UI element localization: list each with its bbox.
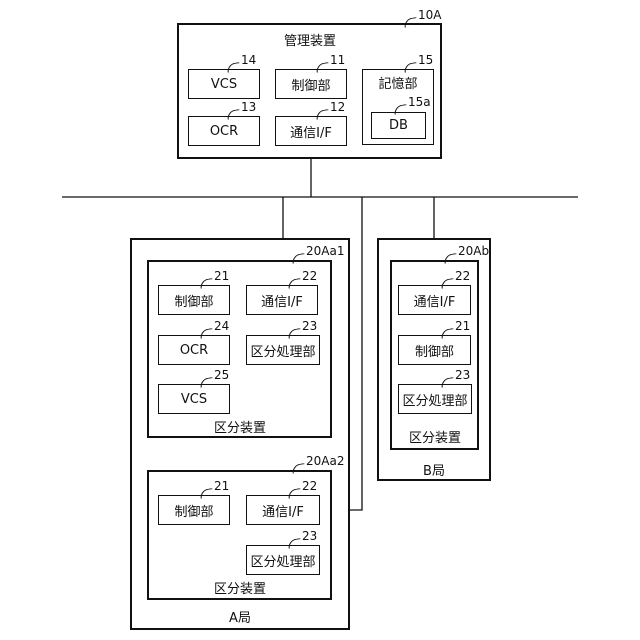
dev1-sort-ref: 23	[302, 319, 317, 333]
top-comm-ref: 12	[330, 100, 345, 114]
dev1-vcs-ref: 25	[214, 368, 229, 382]
dev2-comm-label: 通信I/F	[262, 501, 304, 520]
top-vcs-label: VCS	[211, 77, 237, 92]
stationA-device2-ref: 20Aa2	[306, 454, 344, 468]
dev2-sort-box: 区分処理部	[246, 545, 320, 575]
dev2-comm-ref: 22	[302, 479, 317, 493]
dev1-control-ref: 21	[214, 269, 229, 283]
dev1-sort-box: 区分処理部	[246, 335, 320, 365]
top-storage-ref: 15	[418, 53, 433, 67]
stationA-label: A局	[210, 607, 270, 626]
stationB-sort-ref: 23	[455, 368, 470, 382]
dev2-sort-ref: 23	[302, 529, 317, 543]
stationB-sort-label: 区分処理部	[402, 390, 467, 409]
top-comm-label: 通信I/F	[290, 122, 332, 141]
stationB-control-ref: 21	[455, 319, 470, 333]
dev1-ocr-box: OCR	[158, 335, 230, 365]
dev2-control-ref: 21	[214, 479, 229, 493]
top-ocr-box: OCR	[188, 116, 260, 146]
stationB-sort-box: 区分処理部	[398, 384, 472, 414]
stationA-device1-title: 区分装置	[200, 417, 280, 436]
top-control-label: 制御部	[291, 75, 330, 94]
dev1-comm-box: 通信I/F	[246, 285, 318, 315]
dev1-control-box: 制御部	[158, 285, 230, 315]
stationA-device2-title: 区分装置	[200, 578, 280, 597]
stationB-comm-label: 通信I/F	[414, 291, 456, 310]
top-db-label: DB	[389, 118, 408, 133]
management-device-ref: 10A	[418, 8, 441, 22]
dev1-vcs-label: VCS	[181, 392, 207, 407]
stationB-device-ref: 20Ab	[458, 244, 489, 258]
top-comm-box: 通信I/F	[275, 116, 347, 146]
top-control-box: 制御部	[275, 69, 347, 99]
stationB-label: B局	[404, 460, 464, 479]
dev1-comm-label: 通信I/F	[261, 291, 303, 310]
top-vcs-box: VCS	[188, 69, 260, 99]
top-ocr-label: OCR	[210, 124, 238, 139]
top-vcs-ref: 14	[241, 53, 256, 67]
dev1-vcs-box: VCS	[158, 384, 230, 414]
stationB-comm-ref: 22	[455, 269, 470, 283]
dev2-control-label: 制御部	[174, 501, 213, 520]
dev1-comm-ref: 22	[302, 269, 317, 283]
dev1-sort-label: 区分処理部	[250, 341, 315, 360]
dev2-comm-box: 通信I/F	[246, 495, 320, 525]
top-ocr-ref: 13	[241, 100, 256, 114]
dev2-sort-label: 区分処理部	[250, 551, 315, 570]
stationB-control-box: 制御部	[398, 335, 471, 365]
dev1-ocr-label: OCR	[180, 343, 208, 358]
management-device-title: 管理装置	[278, 30, 342, 49]
dev1-ocr-ref: 24	[214, 319, 229, 333]
dev2-control-box: 制御部	[158, 495, 230, 525]
top-db-box: DB	[371, 112, 426, 139]
top-db-ref: 15a	[408, 95, 431, 109]
top-storage-label: 記憶部	[362, 73, 434, 92]
stationB-comm-box: 通信I/F	[398, 285, 471, 315]
stationA-device1-ref: 20Aa1	[306, 244, 344, 258]
dev1-control-label: 制御部	[174, 291, 213, 310]
stationB-device-title: 区分装置	[395, 427, 475, 446]
top-control-ref: 11	[330, 53, 345, 67]
stationB-control-label: 制御部	[415, 341, 454, 360]
